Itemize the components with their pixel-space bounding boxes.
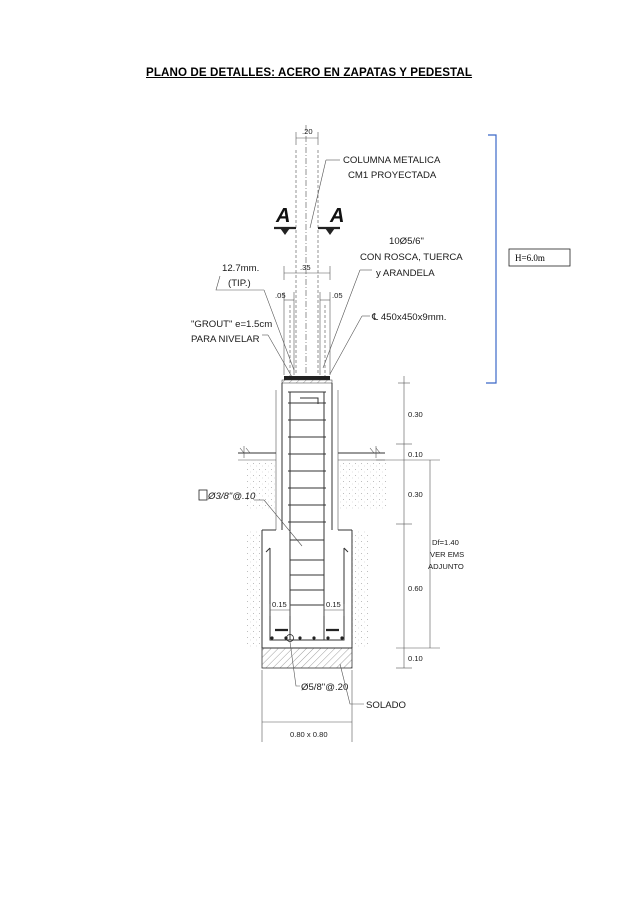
height-bracket xyxy=(486,134,497,384)
grout-layer xyxy=(281,379,333,384)
solado-layer xyxy=(261,647,353,669)
plate-tip-label: (TIP.) xyxy=(228,278,251,289)
height-label-box: H=6.0m xyxy=(508,248,571,267)
stirrup-label: Ø3/8"@.10 xyxy=(198,489,303,547)
anchor-label-3: y ARANDELA xyxy=(376,268,435,279)
df-label-3: ADJUNTO xyxy=(428,562,464,571)
dim-030-a: 0.30 xyxy=(408,410,423,419)
dim-060: 0.60 xyxy=(408,584,423,593)
columna-label-2: CM1 PROYECTADA xyxy=(348,170,437,181)
section-mark-left: A xyxy=(274,205,296,235)
anchor-label-2: CON ROSCA, TUERCA xyxy=(360,252,463,263)
svg-text:Ø3/8"@.10: Ø3/8"@.10 xyxy=(207,491,256,502)
grout-label-2: PARA NIVELAR xyxy=(191,334,260,345)
svg-text:A: A xyxy=(329,205,344,227)
footing-size-label: 0.80 x 0.80 xyxy=(290,730,328,739)
footing xyxy=(246,529,368,649)
dim-35: .35 xyxy=(300,263,311,272)
dim-05-right: .05 xyxy=(332,291,343,300)
page-title: PLANO DE DETALLES: ACERO EN ZAPATAS Y PE… xyxy=(146,66,473,79)
dim-010-b: 0.10 xyxy=(408,654,423,663)
df-label-1: Df=1.40 xyxy=(432,538,459,547)
dim-top: .20 xyxy=(302,127,313,136)
ground-line xyxy=(238,446,386,510)
columna-label-1: COLUMNA METALICA xyxy=(343,155,441,166)
dim-05-left: .05 xyxy=(275,291,286,300)
solado-label: SOLADO xyxy=(366,700,406,711)
column-metalica: .20 xyxy=(295,125,319,375)
dim-010-a: 0.10 xyxy=(408,450,423,459)
plate-label: ℄ 450x450x9mm. xyxy=(371,312,446,323)
svg-text:A: A xyxy=(275,205,290,227)
dim-015-right: 0.15 xyxy=(326,600,341,609)
dim-030-b: 0.30 xyxy=(408,490,423,499)
vertical-dimensions xyxy=(376,376,440,669)
height-label: H=6.0m xyxy=(515,253,545,263)
base-plate xyxy=(284,376,330,380)
bars-label: Ø5/8"@.20 xyxy=(301,682,348,693)
anchor-label-1: 10Ø5/6" xyxy=(389,236,424,247)
dim-015-left: 0.15 xyxy=(272,600,287,609)
pedestal xyxy=(275,383,339,640)
section-mark-right: A xyxy=(318,205,344,235)
df-label-2: VER EMS xyxy=(430,550,464,559)
grout-label-1: "GROUT" e=1.5cm xyxy=(191,319,272,330)
plate-size-label: 12.7mm. xyxy=(222,263,259,274)
